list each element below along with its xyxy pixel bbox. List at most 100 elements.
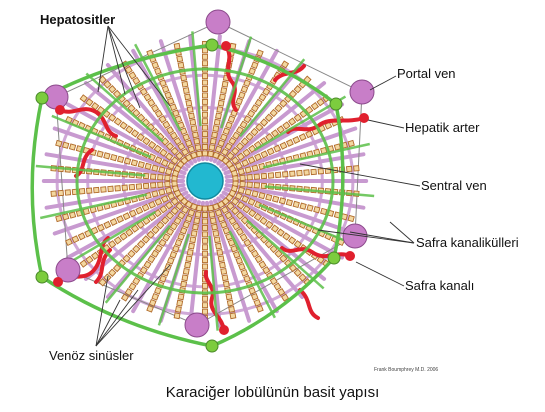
hepatocyte-cell bbox=[132, 277, 141, 286]
hepatocyte-cell bbox=[221, 274, 229, 282]
hepatocyte-cell bbox=[243, 238, 252, 247]
hepatocyte-cell bbox=[128, 183, 136, 191]
bile-duct-icon bbox=[205, 339, 219, 353]
portal-vein-icon bbox=[349, 79, 375, 105]
hepatocyte-cell bbox=[160, 159, 169, 167]
leader-line bbox=[95, 289, 139, 347]
hepatocyte-cell bbox=[232, 131, 241, 140]
hepatocyte-cell bbox=[50, 190, 57, 197]
hepatocyte-cell bbox=[149, 173, 157, 180]
hepatocyte-cell bbox=[244, 166, 252, 174]
hepatocyte-cell bbox=[259, 118, 269, 127]
hepatocyte-cell bbox=[258, 260, 267, 269]
artery-branch bbox=[203, 270, 226, 332]
hepatocyte-cell bbox=[182, 220, 191, 229]
portal-vein-icon bbox=[205, 9, 231, 35]
hepatocyte-cell bbox=[78, 188, 86, 195]
hepatocyte-cell bbox=[248, 67, 256, 76]
hepatocyte-cell bbox=[240, 268, 249, 277]
hepatocyte-cell bbox=[240, 137, 250, 146]
hepatocyte-cell bbox=[202, 218, 208, 225]
hepatocyte-cell bbox=[217, 99, 225, 107]
hepatocyte-cell bbox=[139, 87, 148, 96]
hepatocyte-cell bbox=[260, 150, 269, 159]
hepatocyte-cell bbox=[100, 186, 107, 193]
hepatocyte-cell bbox=[170, 156, 180, 165]
hepatocyte-cell bbox=[254, 98, 263, 107]
sinusoid-line bbox=[105, 196, 194, 299]
hepatocyte-cell bbox=[103, 152, 111, 160]
hepatocyte-cell bbox=[191, 223, 199, 231]
hepatic-artery-icon bbox=[219, 325, 229, 335]
hepatocyte-cell bbox=[216, 249, 224, 256]
hepatocyte-cell bbox=[241, 159, 250, 167]
hepatocyte-cell bbox=[211, 131, 219, 139]
hepatocyte-cell bbox=[170, 146, 179, 156]
hepatocyte-cell bbox=[274, 171, 282, 179]
hepatocyte-cell bbox=[151, 292, 160, 301]
hepatocyte-cell bbox=[207, 150, 215, 158]
sinusoid-line bbox=[221, 102, 345, 172]
hepatocyte-cell bbox=[259, 216, 268, 226]
hepatocyte-cell bbox=[298, 133, 307, 142]
hepatic-artery-icon bbox=[53, 277, 63, 287]
hepatocyte-cell bbox=[224, 211, 233, 220]
hepatocyte-cell bbox=[98, 278, 107, 287]
sinusoid-line bbox=[131, 198, 198, 314]
hepatocyte-cell bbox=[167, 192, 176, 201]
hepatocyte-cell bbox=[265, 193, 273, 202]
hepatocyte-cell bbox=[253, 173, 261, 180]
hepatocyte-cell bbox=[225, 121, 233, 130]
hepatocyte-cell bbox=[217, 214, 226, 223]
hepatocyte-cell bbox=[209, 217, 217, 225]
hepatocyte-cell bbox=[280, 293, 290, 302]
hepatocyte-cell bbox=[154, 197, 163, 206]
leader-line bbox=[369, 75, 397, 91]
hepatocyte-cell bbox=[353, 165, 360, 172]
hepatocyte-cell bbox=[251, 190, 259, 198]
hepatocyte-cell bbox=[166, 126, 175, 135]
sinusoid-line bbox=[223, 126, 358, 176]
hepatocyte-cell bbox=[214, 145, 223, 154]
hepatocyte-cell bbox=[237, 186, 245, 194]
hepatocyte-cell bbox=[222, 280, 230, 288]
hepatocyte-cell bbox=[85, 255, 94, 264]
hepatocyte-cell bbox=[213, 236, 221, 244]
hepatocyte-cell bbox=[103, 220, 112, 229]
hepatocyte-cell bbox=[212, 230, 220, 237]
hepatocyte-cell bbox=[189, 236, 197, 244]
hepatocyte-cell bbox=[298, 273, 307, 282]
hepatocyte-cell bbox=[113, 236, 123, 245]
sinusoid-line bbox=[216, 63, 305, 166]
hepatocyte-cell bbox=[159, 148, 168, 157]
hepatocyte-cell bbox=[157, 181, 164, 188]
hepatocyte-cell bbox=[230, 197, 240, 206]
hepatocyte-cell bbox=[165, 186, 173, 194]
hepatocyte-cell bbox=[214, 208, 223, 217]
hepatocyte-cell bbox=[165, 142, 175, 151]
hepatocyte-cell bbox=[187, 208, 196, 217]
hepatocyte-cell bbox=[293, 240, 302, 249]
bile-canaliculus bbox=[262, 142, 371, 169]
portal-vein-icon bbox=[184, 312, 210, 338]
bile-canaliculus bbox=[228, 230, 276, 319]
hepatocyte-cell bbox=[190, 125, 198, 132]
hepatocyte-cell bbox=[62, 141, 70, 149]
leader-line bbox=[97, 25, 109, 93]
leader-line bbox=[317, 229, 415, 244]
hepatocyte-cell bbox=[120, 293, 130, 302]
hepatocyte-cell bbox=[313, 206, 321, 214]
hepatocyte-cell bbox=[132, 76, 141, 85]
hepatocyte-cell bbox=[195, 150, 203, 158]
hepatocyte-cell bbox=[239, 233, 248, 242]
label-portal-vein: Portal ven bbox=[397, 66, 456, 81]
hepatocyte-cell bbox=[135, 206, 144, 215]
hepatocyte-cell bbox=[270, 224, 280, 233]
hepatic-artery-icon bbox=[55, 105, 65, 115]
figure-caption: Karaciğer lobülünün basit yapısı bbox=[165, 384, 380, 401]
hepatocyte-cell bbox=[182, 87, 190, 95]
hepatocyte-cell bbox=[288, 89, 298, 99]
leader-line bbox=[95, 299, 121, 347]
sinusoid-line bbox=[223, 186, 358, 236]
hepatocyte-cell bbox=[202, 302, 208, 309]
